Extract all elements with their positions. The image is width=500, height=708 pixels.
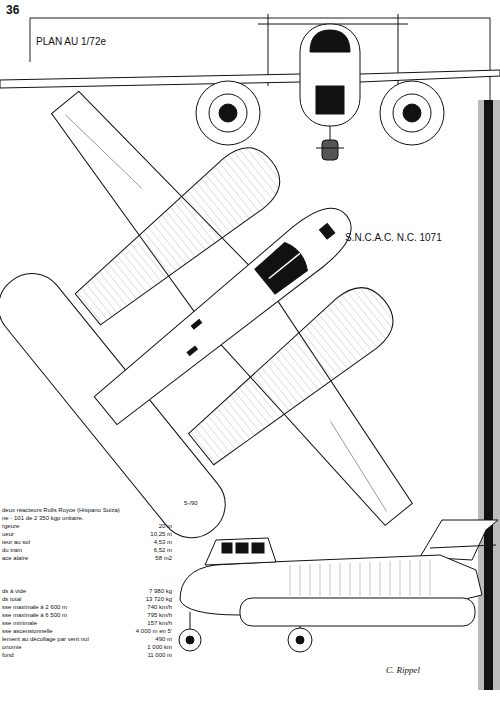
spec-text: deux réacteurs Rolls Royce (Hispano Suiz… [2,507,120,514]
spec-text: onomie [2,644,22,651]
spec-text: sse maximale à 2 600 m [2,604,67,611]
spec-text: 58 m2 [155,555,172,562]
spec-text: du train [2,547,22,554]
panel-line [290,565,291,596]
panel-line [420,560,421,596]
panel-line [310,564,311,596]
spec-text: ace alaire [2,555,28,562]
spec-text: sse minimale [2,620,37,627]
panel-line [400,561,401,596]
spec-text: sse ascensionnelle [2,628,53,635]
spec-text: ueur [2,531,14,538]
spec-text: ds à vide [2,588,26,595]
spec-text: fond [2,652,14,659]
page-number: 36 [6,4,19,17]
scale-note: PLAN AU 1/72e [36,36,106,47]
spec-text: 740 km/h [147,604,172,611]
spec-text: sse maximale à 6 500 m [2,612,67,619]
panel-line [410,560,411,596]
spec-text: 4 000 m en 5' [136,628,172,635]
panel-line [330,564,331,596]
spec-text: 13 720 kg [146,596,172,603]
panel-line [370,562,371,596]
spec-text: 490 m [155,636,172,643]
spec-text: rgeure [2,523,19,530]
panel-line [340,563,341,596]
spec-text: 11 000 m [147,652,172,659]
panel-line [390,561,391,596]
plan-view [0,10,500,633]
spec-text: teur au sol [2,539,30,546]
spec-text: 4,53 m [154,539,172,546]
spec-text: 6,52 m [154,547,172,554]
panel-line [350,563,351,596]
panel-line [380,562,381,596]
spec-text: 20 m [159,523,172,530]
spec-text: 5-/90 [184,500,198,507]
spec-text: 795 km/h [147,612,172,619]
spec-text: ds total [2,596,21,603]
panel-line [360,562,361,596]
panel-line [320,564,321,596]
spec-text: 157 km/h [147,620,172,627]
side-view [179,520,498,652]
panel-line [430,560,431,596]
panel-line [300,565,301,596]
spec-text: lement au décollage par vent nul [2,636,89,643]
signature: C. Rippel [386,666,420,676]
spec-text: ne - 101 de 2 350 kgp unitaire. [2,515,83,522]
spec-text: 1 000 km [147,644,172,651]
spec-text: 10,25 m [150,531,172,538]
spec-text: 7 980 kg [149,588,172,595]
aircraft-title: S.N.C.A.C. N.C. 1071 [345,232,442,243]
